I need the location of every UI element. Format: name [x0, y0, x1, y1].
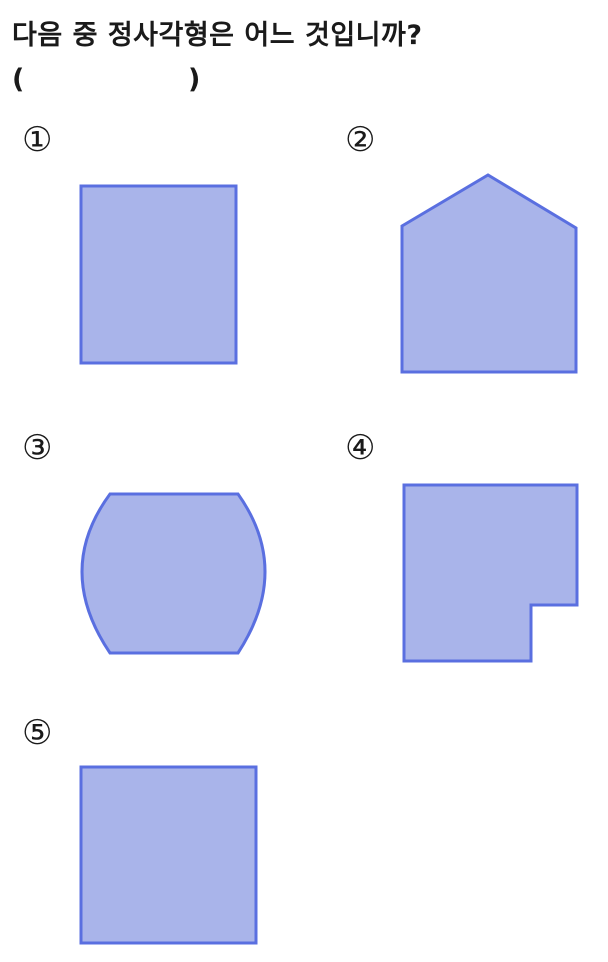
answer-close-paren: ): [188, 64, 201, 95]
option-5-number: ⑤: [22, 713, 53, 753]
option-1-square-shape[interactable]: [78, 183, 240, 367]
question-text: 다음 중 정사각형은 어느 것입니까?: [12, 20, 423, 51]
option-3-number: ③: [22, 428, 53, 468]
option-4-number: ④: [345, 428, 376, 468]
option-4-notched-shape[interactable]: [400, 481, 582, 665]
option-3-curved-shape[interactable]: [72, 490, 274, 660]
option-5-square-shape[interactable]: [78, 764, 260, 948]
answer-open-paren: (: [12, 64, 25, 95]
option-2-number: ②: [345, 120, 376, 160]
answer-blank[interactable]: ( ): [12, 58, 212, 102]
option-1-number: ①: [22, 120, 53, 160]
option-2-pentagon-shape[interactable]: [398, 172, 582, 378]
